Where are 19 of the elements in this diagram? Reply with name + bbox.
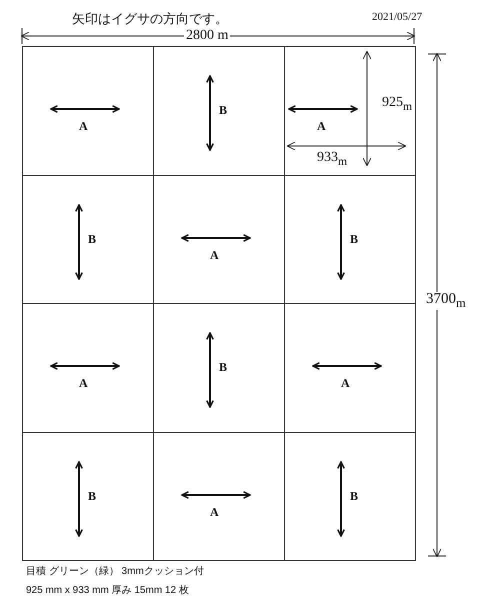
direction-letter: A	[79, 377, 88, 389]
dimension-label: 933$_{m}$	[315, 151, 350, 168]
direction-letter: A	[341, 377, 350, 389]
direction-letter: A	[210, 249, 219, 261]
direction-letter: B	[219, 361, 228, 373]
note-text: 矢印はイグサの方向です。	[72, 12, 228, 25]
direction-letter: A	[317, 120, 326, 132]
direction-letter: A	[79, 120, 88, 132]
direction-letter: B	[88, 233, 96, 245]
direction-letter: A	[210, 506, 219, 518]
direction-letter: B	[350, 233, 358, 245]
direction-letter: B	[219, 104, 228, 116]
direction-letter: B	[88, 490, 96, 502]
dimension-label: 925$_{m}$	[380, 96, 414, 112]
spec-text: 目積 グリーン（緑） 3mmクッション付	[26, 567, 204, 577]
spec-text: 925 mm x 933 mm 厚み 15mm 12 枚	[26, 586, 189, 596]
dimension-label: 3700$_{m}$	[424, 292, 468, 310]
direction-letter: B	[350, 490, 358, 502]
date-text: 2021/05/27	[372, 12, 422, 23]
